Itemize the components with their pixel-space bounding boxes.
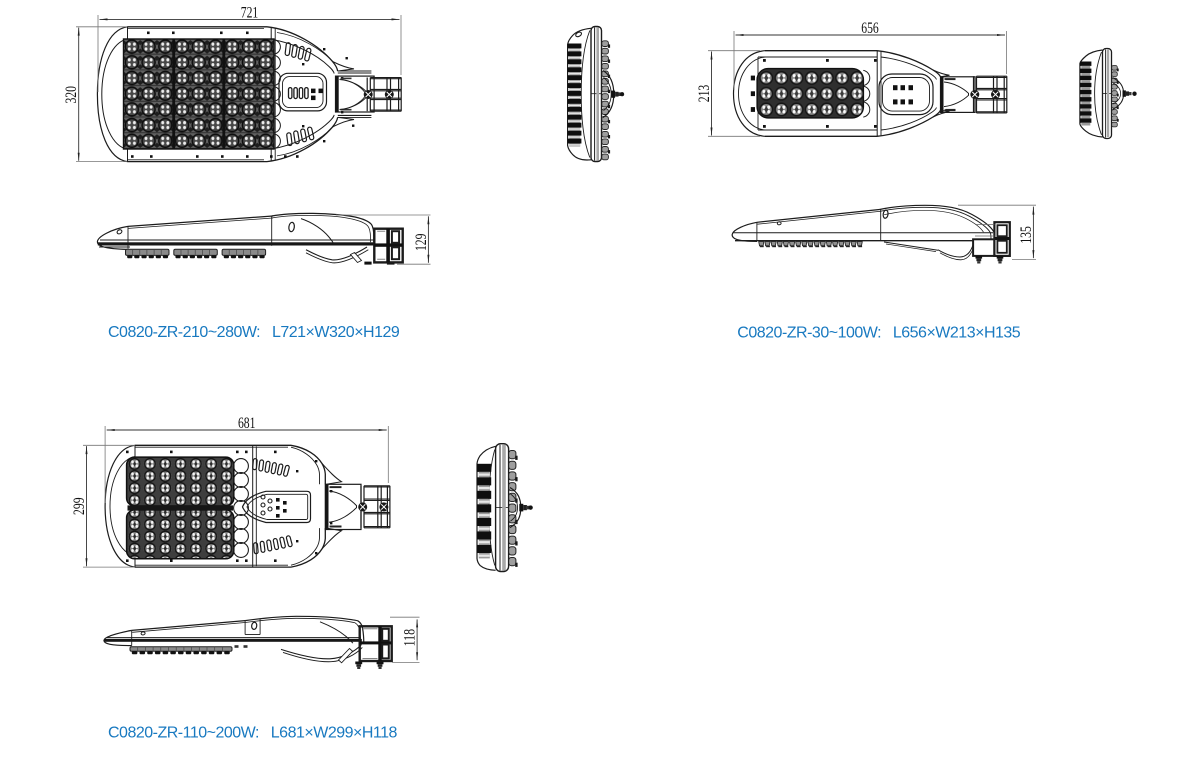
svg-text:118: 118 [402,629,419,647]
svg-text:721: 721 [241,5,259,22]
svg-text:320: 320 [63,86,80,104]
svg-text:299: 299 [71,497,88,515]
svg-text:213: 213 [696,85,713,103]
svg-text:C0820-ZR-30~100W: L656×W213×: C0820-ZR-30~100W: L656×W213×H135 [737,325,1020,342]
svg-text:C0820-ZR-210~280W: L721×W320: C0820-ZR-210~280W: L721×W320×H129 [108,324,400,341]
svg-text:129: 129 [413,233,430,251]
svg-text:C0820-ZR-110~200W: L681×W299: C0820-ZR-110~200W: L681×W299×H118 [108,725,398,742]
svg-text:135: 135 [1018,226,1035,244]
svg-text:656: 656 [861,20,879,37]
svg-text:681: 681 [238,415,256,432]
